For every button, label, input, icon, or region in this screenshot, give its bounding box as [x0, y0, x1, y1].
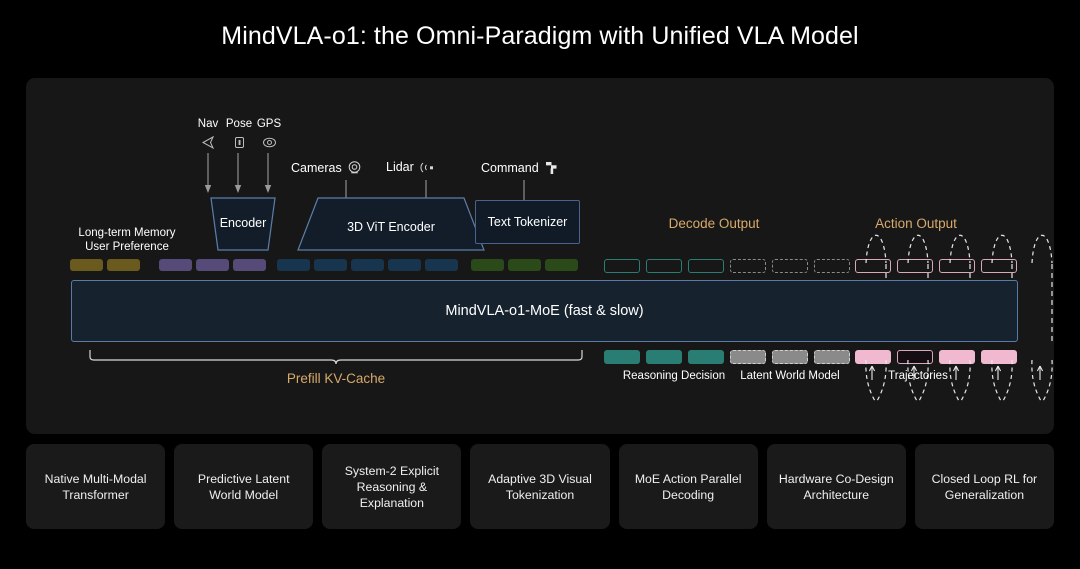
chip-decode-dashed-2	[814, 259, 850, 273]
sensor-command: Command	[481, 160, 560, 175]
trajectories-caption: Trajectories	[888, 370, 948, 382]
sensor-lidar: Lidar	[386, 160, 437, 174]
feature-card-moe-action-parallel-decoding[interactable]: MoE Action Parallel Decoding	[618, 444, 758, 529]
command-flag-icon	[544, 160, 560, 175]
latent-world-model-caption: Latent World Model	[740, 370, 840, 382]
feature-card-adaptive-3d-visual-tokenization[interactable]: Adaptive 3D Visual Tokenization	[470, 444, 610, 529]
long-term-memory-label: Long-term Memory User Preference	[78, 227, 176, 253]
chip-text-2	[545, 259, 578, 271]
chip-latent-0	[730, 350, 766, 364]
sensor-pose-label: Pose	[225, 118, 253, 130]
chip-trajectory-0	[855, 350, 891, 364]
chip-latent-1	[772, 350, 808, 364]
trajectory-arrows	[865, 359, 1053, 402]
chip-decode-0	[604, 259, 640, 273]
feature-card-predictive-latent-world-model[interactable]: Predictive Latent World Model	[174, 444, 314, 529]
prefill-bracket	[89, 350, 583, 365]
chip-trajectory-2	[939, 350, 975, 364]
nav-encoder-label: Encoder	[219, 216, 267, 230]
decode-output-caption: Decode Output	[668, 216, 760, 231]
chip-reasoning-0	[604, 350, 640, 364]
chip-decode-dashed-1	[772, 259, 808, 273]
chip-nav-1	[196, 259, 229, 271]
prefill-kv-cache-caption: Prefill KV-Cache	[286, 371, 386, 386]
sensor-gps-label: GPS	[256, 118, 282, 130]
chip-action-2	[939, 259, 975, 273]
nav-cursor-icon	[188, 134, 228, 150]
chip-nav-2	[233, 259, 266, 271]
chip-vision-2	[351, 259, 384, 271]
arrow-pose-to-encoder	[234, 153, 242, 193]
sensor-cameras: Cameras	[291, 160, 362, 175]
feature-card-row: Native Multi-Modal Transformer Predictiv…	[26, 444, 1054, 529]
sensor-nav-label: Nav	[197, 118, 219, 130]
backbone-moe-bar: MindVLA-o1-MoE (fast & slow)	[71, 280, 1018, 342]
vision-encoder-label: 3D ViT Encoder	[347, 220, 435, 234]
sensor-command-label: Command	[481, 160, 539, 175]
sensor-lidar-label: Lidar	[386, 160, 414, 174]
backbone-moe-label: MindVLA-o1-MoE (fast & slow)	[445, 303, 644, 319]
chip-memory-0	[70, 259, 103, 271]
action-dashed-arcs-top	[865, 234, 1053, 264]
chip-latent-2	[814, 350, 850, 364]
sensor-nav: Nav	[188, 118, 228, 150]
lidar-waves-icon	[419, 161, 437, 174]
chip-decode-2	[688, 259, 724, 273]
nav-encoder-node: Encoder	[208, 197, 278, 251]
chip-memory-1	[107, 259, 140, 271]
chip-vision-3	[388, 259, 421, 271]
chip-action-4	[981, 259, 1017, 273]
chip-text-0	[471, 259, 504, 271]
chip-reasoning-2	[688, 350, 724, 364]
chip-trajectory-4	[981, 350, 1017, 364]
gps-target-icon	[249, 134, 289, 150]
sensor-gps: GPS	[249, 118, 289, 150]
chip-decode-dashed-0	[730, 259, 766, 273]
text-tokenizer-label: Text Tokenizer	[487, 215, 568, 229]
camera-icon	[347, 160, 362, 175]
architecture-diagram-panel: Nav Pose GPS	[26, 78, 1054, 434]
page-title: MindVLA-o1: the Omni-Paradigm with Unifi…	[221, 22, 859, 50]
arrow-gps-to-encoder	[264, 153, 272, 193]
feature-card-hardware-codesign-architecture[interactable]: Hardware Co-Design Architecture	[766, 444, 906, 529]
vision-encoder-node: 3D ViT Encoder	[297, 197, 485, 251]
chip-reasoning-1	[646, 350, 682, 364]
feature-card-closed-loop-rl[interactable]: Closed Loop RL for Generalization	[914, 444, 1054, 529]
chip-trajectory-1	[897, 350, 933, 364]
chip-text-1	[508, 259, 541, 271]
chip-vision-4	[425, 259, 458, 271]
reasoning-decision-caption: Reasoning Decision	[622, 370, 726, 382]
chip-vision-0	[277, 259, 310, 271]
arrow-nav-to-encoder	[204, 153, 212, 193]
action-output-caption: Action Output	[875, 216, 957, 231]
text-tokenizer-node: Text Tokenizer	[475, 200, 580, 244]
chip-action-1	[897, 259, 933, 273]
feature-card-system2-explicit-reasoning[interactable]: System-2 Explicit Reasoning & Explanatio…	[322, 444, 462, 529]
feature-card-native-multimodal-transformer[interactable]: Native Multi-Modal Transformer	[26, 444, 166, 529]
chip-nav-0	[159, 259, 192, 271]
chip-action-0	[855, 259, 891, 273]
chip-vision-1	[314, 259, 347, 271]
sensor-pose: Pose	[219, 118, 259, 150]
sensor-cameras-label: Cameras	[291, 160, 342, 175]
chip-decode-1	[646, 259, 682, 273]
pose-box-icon	[219, 134, 259, 150]
